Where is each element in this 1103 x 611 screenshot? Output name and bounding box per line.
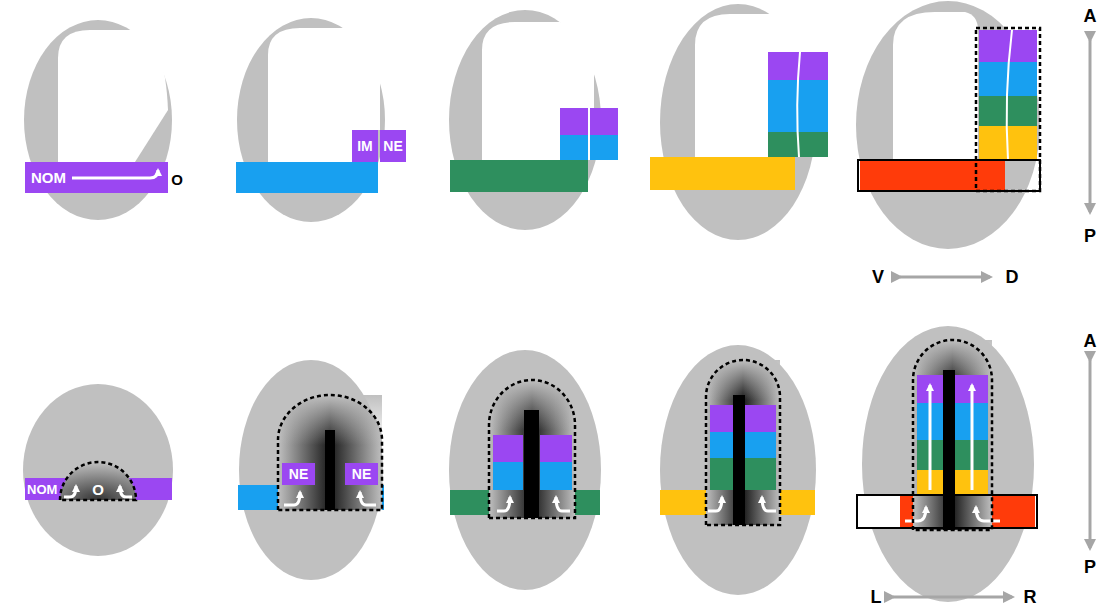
illustration-shape — [588, 108, 590, 160]
illustration-shape — [913, 340, 992, 530]
tissue-band: IM — [352, 130, 378, 162]
illustration-shape — [979, 30, 1037, 62]
illustration-shape — [24, 20, 172, 220]
axis-label: A — [1084, 332, 1097, 350]
illustration-shape — [913, 340, 992, 530]
illustration-shape — [489, 380, 575, 518]
illustration-shape — [797, 52, 800, 157]
illustration-shape — [60, 462, 136, 500]
illustration-shape — [710, 405, 733, 432]
tissue-band: NOM — [25, 478, 60, 500]
illustration-shape — [284, 492, 300, 505]
illustration-shape — [1089, 40, 1092, 212]
illustration-shape — [449, 350, 601, 590]
illustration-shape — [278, 395, 382, 510]
illustration-shape — [72, 170, 158, 178]
illustration-shape — [976, 28, 1040, 191]
illustration-shape — [1089, 360, 1092, 548]
illustration-shape — [650, 157, 795, 190]
tissue-label: NOM — [27, 483, 57, 496]
tissue-band: NOM — [25, 162, 168, 193]
tissue-label: NOM — [31, 170, 66, 185]
axis-label: A — [1084, 7, 1097, 25]
illustration-shape — [762, 497, 776, 511]
illustration-shape — [540, 462, 572, 490]
illustration-shape — [489, 380, 575, 518]
illustration-shape — [893, 596, 1012, 599]
tissue-band: NE — [282, 463, 315, 485]
axis-label: P — [1084, 227, 1096, 245]
illustration-shape — [708, 497, 722, 511]
axis-label: R — [1024, 588, 1037, 606]
tissue-label: NE — [352, 467, 371, 481]
illustration-shape — [360, 492, 376, 505]
illustration-shape — [64, 486, 76, 497]
illustration-shape — [710, 458, 733, 490]
illustration-shape — [856, 1, 1040, 249]
illustration-shape — [236, 162, 378, 193]
illustration-shape — [706, 360, 780, 525]
illustration-shape — [857, 495, 1037, 528]
illustration-shape — [239, 360, 383, 580]
illustration-shape — [352, 130, 378, 162]
illustration-shape — [540, 435, 572, 462]
axis-label: L — [871, 588, 882, 606]
illustration-shape — [325, 430, 335, 510]
illustration-shape — [710, 432, 733, 458]
tissue-band: NE — [380, 130, 406, 162]
illustration-shape — [660, 345, 816, 595]
illustration-shape — [380, 130, 406, 162]
illustration-shape — [860, 495, 900, 528]
illustration-shape — [745, 432, 776, 458]
illustration-shape — [893, 12, 978, 160]
illustration-shape — [706, 360, 780, 400]
illustration-shape — [943, 370, 955, 530]
illustration-shape — [860, 160, 1005, 190]
illustration-shape — [905, 507, 926, 521]
illustration-shape — [237, 18, 385, 222]
illustration-shape — [929, 385, 932, 490]
illustration-shape — [493, 435, 523, 462]
opening-label: O — [92, 482, 104, 497]
illustration-shape — [745, 405, 776, 432]
axis-label: D — [1006, 268, 1019, 286]
illustration-shape — [976, 507, 1000, 521]
tissue-label: NE — [289, 467, 308, 481]
illustration-shape — [745, 458, 776, 490]
tissue-label: NE — [383, 139, 402, 153]
illustration-shape — [556, 497, 570, 511]
illustration-shape — [25, 162, 168, 193]
illustration-shape — [733, 395, 745, 525]
tissue-band: NE — [345, 463, 378, 485]
illustration-shape — [524, 410, 539, 518]
illustration-shape — [493, 462, 523, 490]
illustration-shape — [120, 486, 132, 497]
illustration-shape — [979, 96, 1037, 126]
illustration-shape — [900, 276, 990, 279]
illustration-shape — [862, 326, 1034, 602]
illustration-shape — [450, 160, 588, 192]
illustration-shape — [23, 384, 173, 556]
tissue-label: IM — [357, 139, 373, 153]
axis-label: P — [1084, 558, 1096, 576]
illustration-shape — [706, 360, 780, 525]
illustration-shape — [60, 462, 136, 500]
illustration-shape — [345, 463, 378, 485]
illustration-shape — [282, 463, 315, 485]
illustration-shape — [971, 385, 974, 490]
illustration-shape — [268, 28, 380, 162]
illustration-shape — [278, 395, 382, 510]
opening-label: O — [171, 172, 183, 187]
illustration-shape — [858, 160, 1040, 191]
axis-label: V — [872, 268, 884, 286]
illustration-shape — [497, 497, 510, 511]
illustration-shape — [58, 30, 168, 162]
illustration-shape — [1007, 30, 1012, 160]
